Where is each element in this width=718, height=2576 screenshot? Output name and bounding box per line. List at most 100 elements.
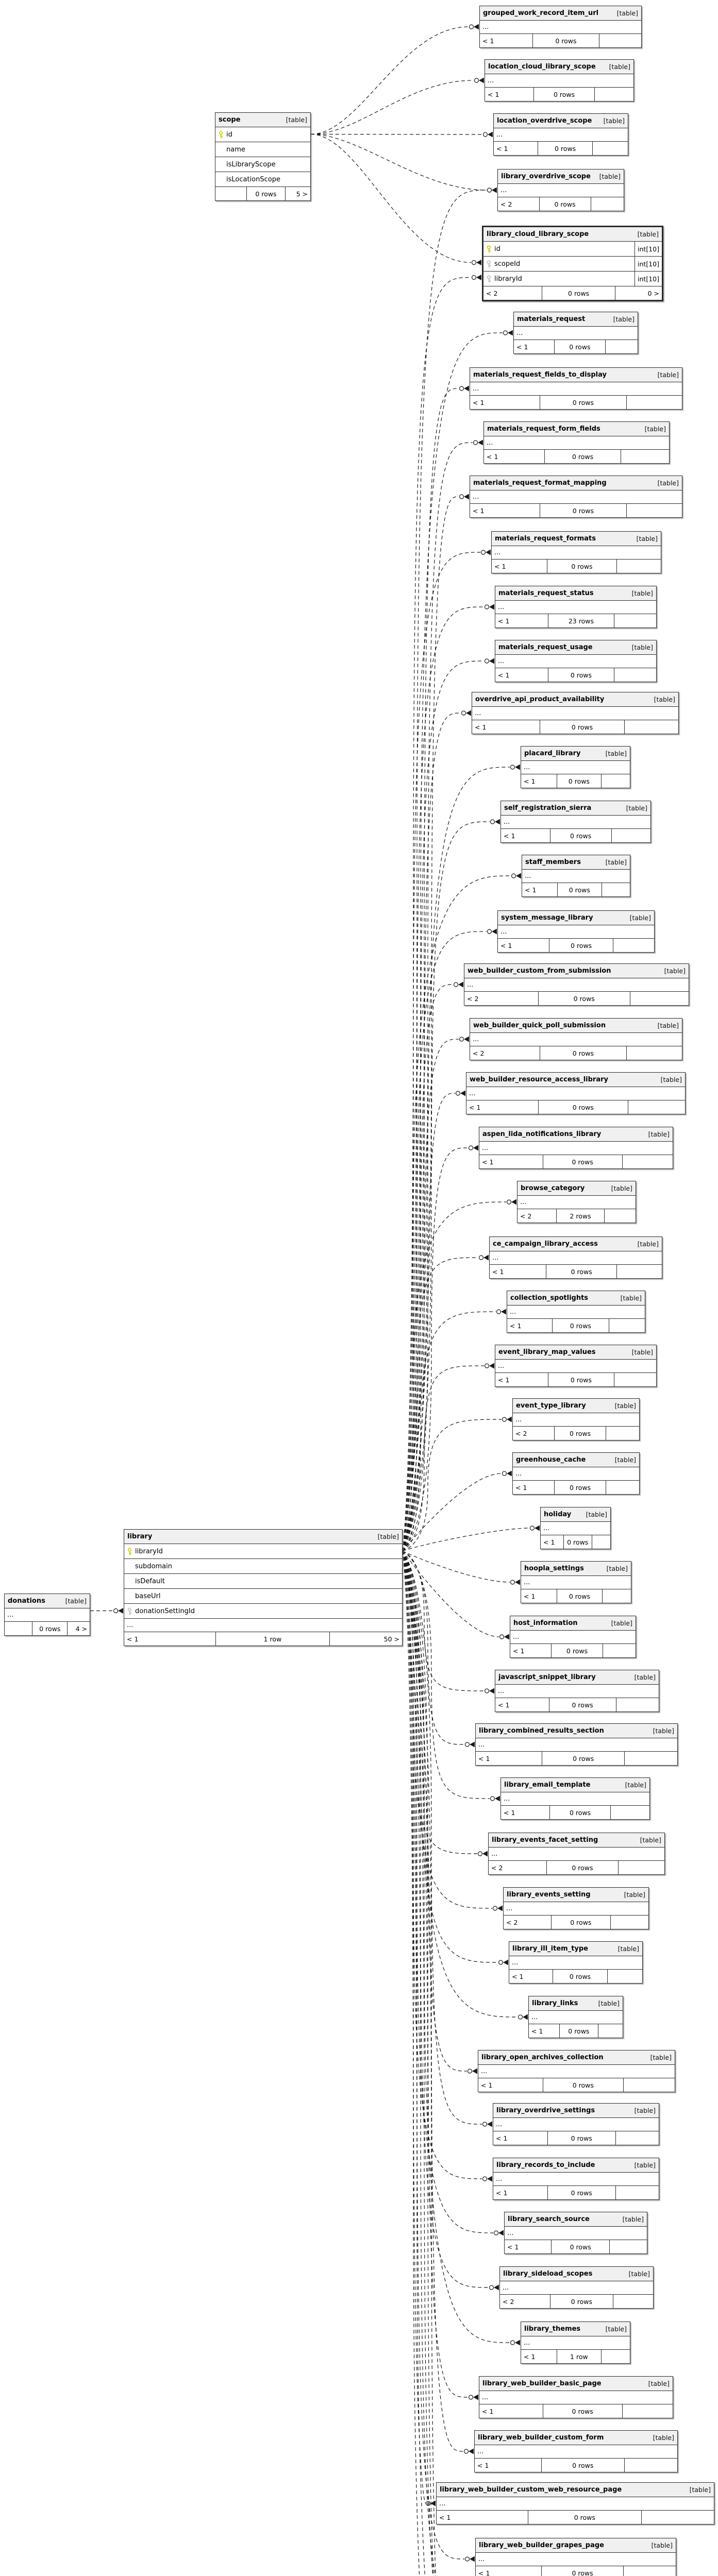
table-name[interactable]: materials_request_status [498,589,594,597]
table-name[interactable]: grouped_work_record_item_url [483,9,599,17]
table-name[interactable]: ce_campaign_library_access [493,1240,598,1248]
table-name[interactable]: materials_request_format_mapping [473,479,607,487]
table-name[interactable]: library [127,1533,153,1540]
table-name[interactable]: materials_request [517,315,586,323]
table-name[interactable]: library_web_builder_custom_form [478,2434,604,2442]
table-node-library_web_builder_basic_page[interactable]: library_web_builder_basic_page[table]...… [479,2376,673,2418]
table-name[interactable]: library_events_setting [507,1891,591,1899]
table-name[interactable]: library_ill_item_type [512,1945,588,1953]
table-name[interactable]: javascript_snippet_library [498,1673,596,1681]
table-node-library_web_builder_custom_web_resource_page[interactable]: library_web_builder_custom_web_resource_… [436,2482,714,2524]
table-name[interactable]: library_web_builder_basic_page [482,2380,602,2387]
table-name[interactable]: location_overdrive_scope [497,117,592,125]
table-name[interactable]: library_overdrive_scope [501,173,591,180]
table-node-overdrive_api_product_availability[interactable]: overdrive_api_product_availability[table… [472,692,679,734]
table-name[interactable]: materials_request_usage [498,643,593,651]
table-name[interactable]: library_web_builder_grapes_page [479,2541,604,2549]
table-name[interactable]: web_builder_custom_from_submission [467,967,611,975]
table-name[interactable]: self_registration_sierra [504,804,592,812]
table-node-library_open_archives_collection[interactable]: library_open_archives_collection[table].… [478,2050,675,2092]
table-node-library_web_builder_grapes_page[interactable]: library_web_builder_grapes_page[table]..… [475,2538,676,2576]
table-name[interactable]: library_events_facet_setting [492,1836,598,1844]
table-name[interactable]: materials_request_formats [495,535,596,543]
table-name[interactable]: scope [219,116,241,124]
table-name[interactable]: staff_members [525,858,581,866]
table-name[interactable]: greenhouse_cache [516,1456,586,1464]
table-name[interactable]: donations [8,1597,45,1605]
table-name[interactable]: library_cloud_library_scope [487,230,589,238]
table-name[interactable]: holiday [544,1511,572,1518]
table-name[interactable]: event_library_map_values [498,1348,596,1356]
table-node-location_cloud_library_scope[interactable]: location_cloud_library_scope[table]...< … [485,59,634,101]
table-node-library_events_facet_setting[interactable]: library_events_facet_setting[table]...< … [488,1833,665,1875]
table-name[interactable]: library_web_builder_custom_web_resource_… [440,2486,622,2494]
table-name[interactable]: library_records_to_include [496,2161,595,2169]
table-name[interactable]: library_overdrive_settings [496,2107,595,2114]
table-name[interactable]: web_builder_quick_poll_submission [473,1022,606,1029]
table-name[interactable]: materials_request_form_fields [487,425,600,433]
table-name[interactable]: overdrive_api_product_availability [475,696,605,703]
table-name[interactable]: location_cloud_library_scope [488,63,596,71]
table-name[interactable]: collection_spotlights [510,1294,589,1302]
table-name[interactable]: hoopla_settings [524,1565,584,1572]
table-name[interactable]: web_builder_resource_access_library [470,1076,608,1083]
table-name[interactable]: aspen_lida_notifications_library [482,1130,602,1138]
table-node-aspen_lida_notifications_library[interactable]: aspen_lida_notifications_library[table].… [479,1127,673,1169]
table-name[interactable]: library_sideload_scopes [503,2270,593,2278]
table-node-library_web_builder_custom_form[interactable]: library_web_builder_custom_form[table]..… [474,2430,678,2472]
table-node-web_builder_resource_access_library[interactable]: web_builder_resource_access_library[tabl… [466,1072,686,1114]
table-name[interactable]: library_search_source [508,2215,590,2223]
table-name[interactable]: materials_request_fields_to_display [473,371,607,379]
table-name[interactable]: library_open_archives_collection [481,2054,604,2061]
table-node-web_builder_quick_poll_submission[interactable]: web_builder_quick_poll_submission[table]… [470,1018,682,1060]
table-name[interactable]: library_themes [524,2325,581,2333]
table-name[interactable]: host_information [513,1619,578,1627]
table-name[interactable]: placard_library [524,750,581,757]
table-name[interactable]: library_combined_results_section [479,1727,604,1735]
table-node-materials_request_format_mapping[interactable]: materials_request_format_mapping[table].… [470,476,682,518]
table-node-materials_request_fields_to_display[interactable]: materials_request_fields_to_display[tabl… [470,367,682,410]
table-name[interactable]: browse_category [521,1184,585,1192]
table-node-grouped_work_record_item_url[interactable]: grouped_work_record_item_url[table]...< … [479,6,642,48]
table-node-library_combined_results_section[interactable]: library_combined_results_section[table].… [475,1723,678,1766]
table-name[interactable]: system_message_library [501,914,593,922]
table-node-materials_request_form_fields[interactable]: materials_request_form_fields[table]...<… [483,421,670,464]
table-name[interactable]: library_links [532,1999,578,2007]
table-name[interactable]: library_email_template [504,1781,591,1789]
table-node-web_builder_custom_from_submission[interactable]: web_builder_custom_from_submission[table… [464,963,689,1006]
table-name[interactable]: event_type_library [516,1402,586,1410]
